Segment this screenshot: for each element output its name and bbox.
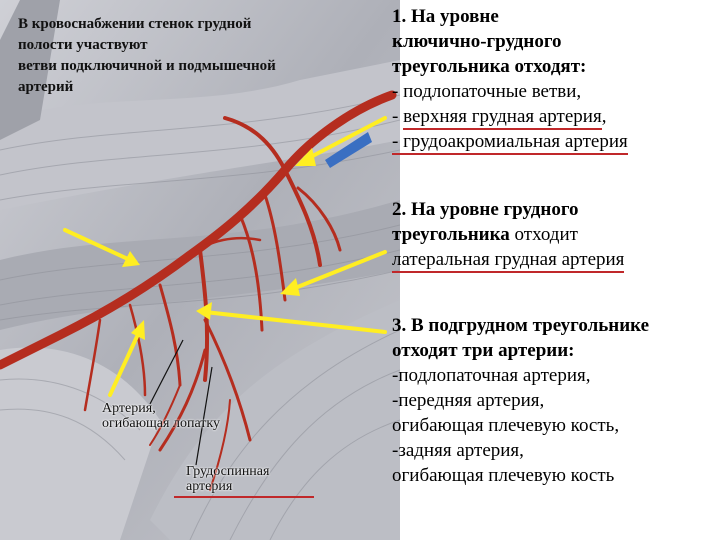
list-item: - грудоакромиальная артерия (392, 129, 718, 154)
section-title-bold: треугольника (392, 224, 510, 245)
intro-line: В кровоснабжении стенок грудной (18, 14, 388, 35)
section-title: отходят три артерии: (392, 338, 718, 363)
label-circumflex-scapular-artery: Артерия, огибающая лопатку (102, 401, 220, 431)
label-line: Артерия, (102, 401, 220, 416)
section-subpectoral-triangle: 3. В подгрудном треугольнике отходят три… (392, 313, 718, 488)
intro-text: В кровоснабжении стенок грудной полости … (18, 14, 388, 98)
intro-line: артерий (18, 77, 388, 98)
intro-line: полости участвуют (18, 35, 388, 56)
intro-line: ветви подключичной и подмышечной (18, 56, 388, 77)
list-item: огибающая плечевую кость (392, 463, 718, 488)
list-item-underlined: латеральная грудная артерия (392, 249, 624, 273)
section-title: 1. На уровне (392, 4, 718, 29)
list-item-suffix: , (602, 106, 607, 127)
section-title: 3. В подгрудном треугольнике (392, 313, 718, 338)
label-line: Грудоспинная (186, 464, 269, 479)
list-item-underlined: верхняя грудная артерия (403, 106, 602, 130)
section-title: треугольника отходит (392, 222, 718, 247)
label-line: артерия (186, 479, 269, 494)
section-title: треугольника отходят: (392, 54, 718, 79)
list-item: -подлопаточная артерия, (392, 363, 718, 388)
list-item-underlined: - грудоакромиальная артерия (392, 131, 628, 155)
list-item: -передняя артерия, (392, 388, 718, 413)
label-thoracodorsal-artery: Грудоспинная артерия (186, 464, 269, 494)
list-item: огибающая плечевую кость, (392, 413, 718, 438)
list-item: - подлопаточные ветви, (392, 79, 718, 104)
label-line: огибающая лопатку (102, 416, 220, 431)
section-title-rest: отходит (510, 224, 578, 245)
section-clavipectoral-triangle: 1. На уровне ключично-грудного треугольн… (392, 4, 718, 154)
list-item: латеральная грудная артерия (392, 247, 718, 272)
section-title: 2. На уровне грудного (392, 197, 718, 222)
label-underline (174, 496, 314, 498)
list-item: - верхняя грудная артерия, (392, 104, 718, 129)
section-pectoral-triangle: 2. На уровне грудного треугольника отход… (392, 197, 718, 272)
section-title: ключично-грудного (392, 29, 718, 54)
list-item: -задняя артерия, (392, 438, 718, 463)
list-item-prefix: - (392, 106, 403, 127)
